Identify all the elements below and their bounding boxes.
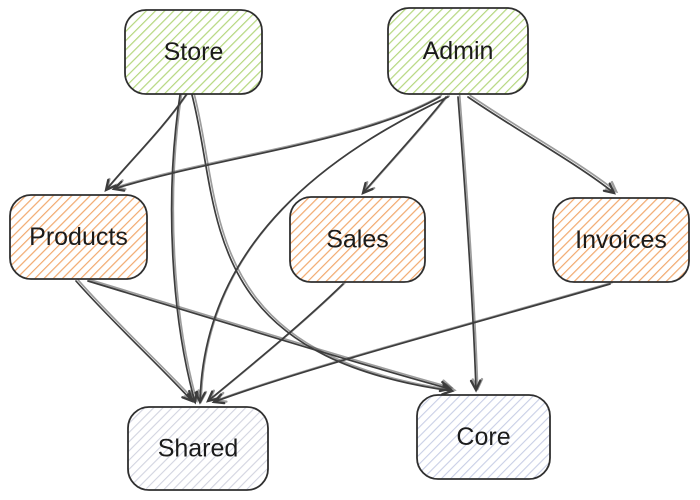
edge-products-core-sketch	[88, 278, 454, 391]
node-core: Core	[416, 394, 551, 480]
node-admin-box	[387, 7, 529, 95]
edge-admin-shared-sketch	[195, 95, 451, 404]
edge-store-shared-sketch	[172, 92, 200, 403]
node-shared-label: Shared	[158, 435, 239, 463]
node-invoices-label: Invoices	[575, 226, 667, 254]
node-shared: Shared	[127, 406, 269, 491]
edge-admin-products-sketch	[112, 94, 443, 191]
node-admin-label: Admin	[423, 37, 494, 65]
node-shared-box	[127, 406, 269, 491]
edge-admin-sales-sketch	[363, 95, 449, 195]
edge-store-shared	[170, 94, 199, 405]
node-products: Products	[9, 194, 148, 280]
edge-admin-core	[457, 96, 482, 393]
edge-products-core	[87, 280, 453, 393]
node-sales-label: Sales	[326, 226, 389, 254]
node-store: Store	[124, 9, 263, 95]
node-products-box	[9, 194, 148, 280]
node-admin: Admin	[387, 7, 529, 95]
node-sales-box	[289, 196, 426, 283]
edge-admin-products	[111, 96, 441, 192]
node-store-label: Store	[164, 38, 224, 66]
edge-products-shared-sketch	[77, 279, 196, 403]
node-products-label: Products	[29, 223, 128, 251]
node-invoices-box	[552, 197, 690, 283]
node-invoices: Invoices	[552, 197, 690, 283]
node-core-box	[416, 394, 551, 480]
edge-admin-core-sketch	[458, 94, 484, 392]
edge-store-core-sketch	[193, 93, 457, 395]
edge-layer	[75, 92, 619, 405]
edge-admin-invoices	[467, 96, 617, 195]
node-store-box	[124, 9, 263, 95]
edge-admin-invoices-sketch	[469, 94, 619, 194]
edge-sales-shared	[206, 283, 344, 403]
edge-invoices-shared-sketch	[213, 281, 614, 403]
node-sales: Sales	[289, 196, 426, 283]
edge-products-shared	[75, 280, 194, 403]
edge-store-core	[191, 94, 455, 396]
edge-sales-shared-sketch	[207, 282, 346, 402]
node-core-label: Core	[456, 423, 510, 451]
